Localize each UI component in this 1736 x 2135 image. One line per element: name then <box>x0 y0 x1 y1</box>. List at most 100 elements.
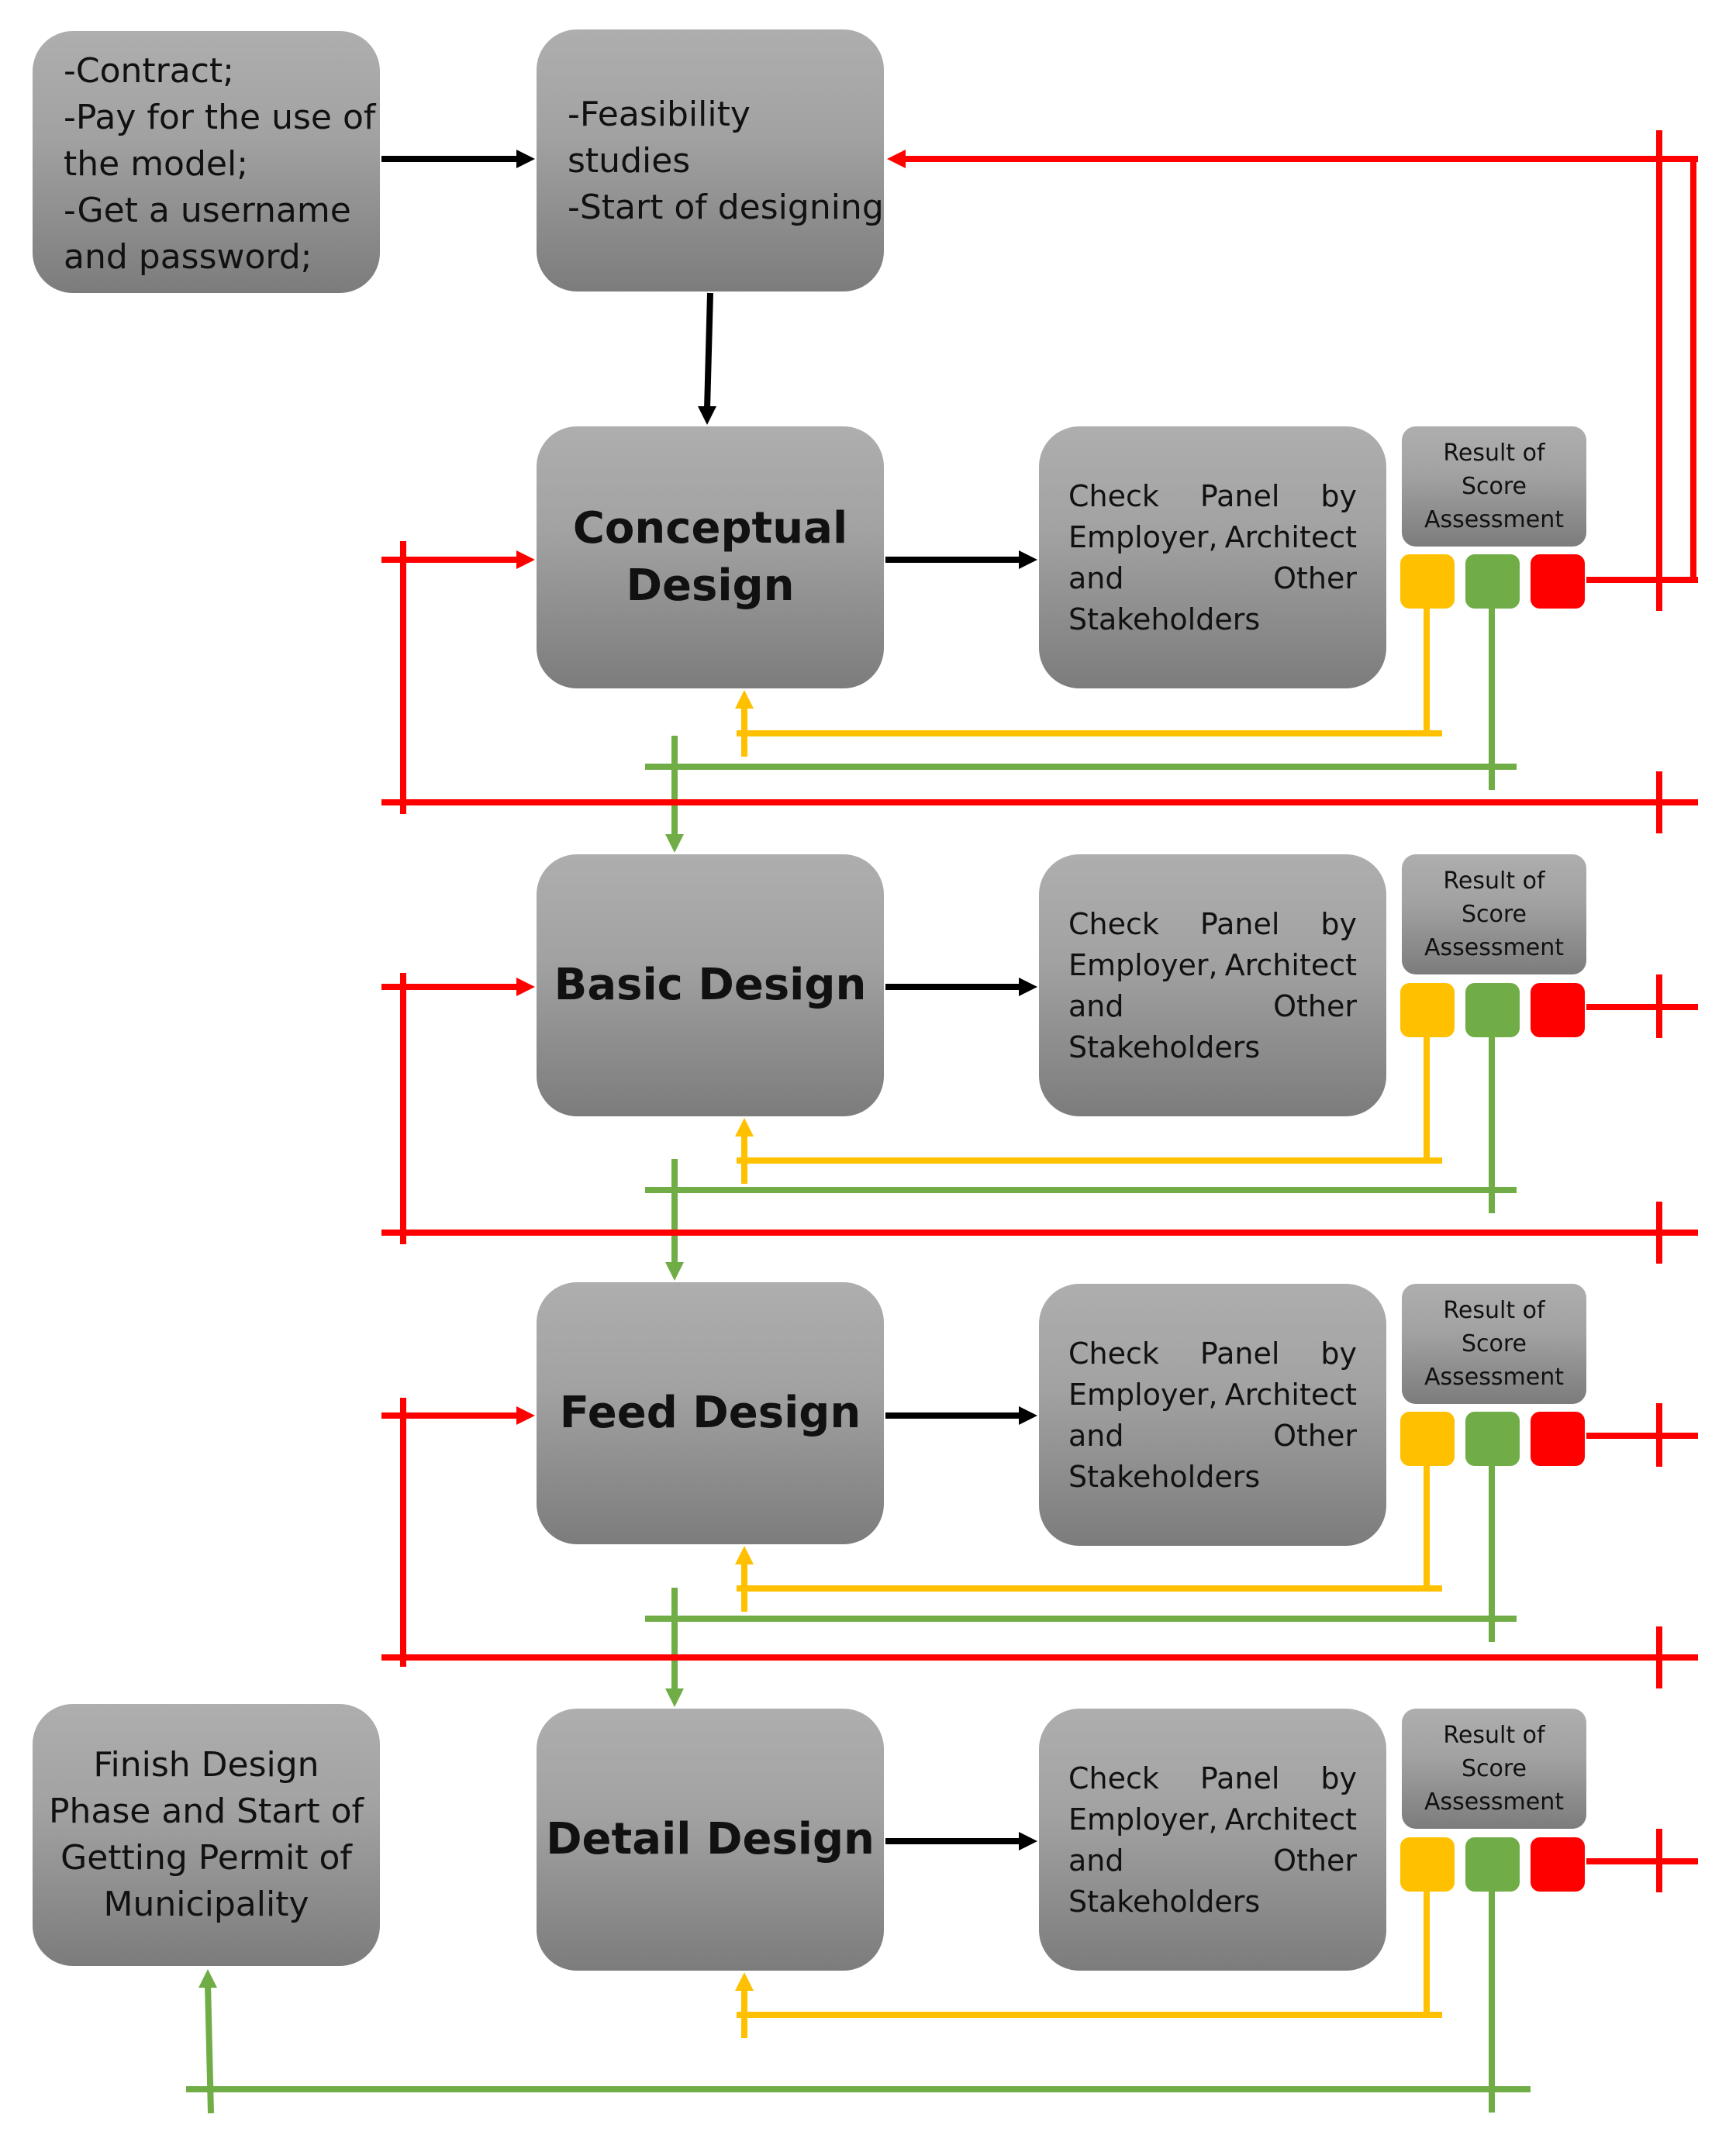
start-line: -Get a username <box>64 191 351 230</box>
arrow-feasibility-to-conceptual <box>704 292 713 410</box>
yellow-loop-arrow-head <box>735 1546 754 1564</box>
result-line: Assessment <box>1424 1788 1564 1816</box>
finish-line: Getting Permit of <box>60 1838 352 1878</box>
check-word: Employer, <box>1068 948 1218 982</box>
red-left-arrow-head <box>516 978 535 996</box>
check-word: Architect <box>1224 948 1357 982</box>
arrow-stage-to-panel-head <box>1019 550 1037 569</box>
yellow-score-light <box>1400 983 1455 1037</box>
stage-title-line: Detail Design <box>546 1814 875 1864</box>
red-left-arrow-head <box>516 550 535 569</box>
check-word: Check <box>1068 1761 1159 1795</box>
check-word: Employer, <box>1068 520 1218 554</box>
feasibility-line: -Start of designing <box>568 188 884 227</box>
finish-line: Phase and Start of <box>48 1792 364 1831</box>
green-score-light <box>1465 554 1520 609</box>
check-word: Stakeholders <box>1068 1030 1261 1064</box>
yellow-score-light <box>1400 554 1455 609</box>
result-line: Score <box>1461 901 1527 928</box>
green-score-light <box>1465 1412 1520 1466</box>
check-word: Other <box>1273 1844 1357 1878</box>
check-word: by <box>1320 1337 1357 1371</box>
start-box: -Contract; -Pay for the use of the model… <box>33 31 380 293</box>
check-word: Stakeholders <box>1068 1885 1261 1919</box>
green-finish-arrow <box>205 1984 214 2114</box>
green-advance-arrow-head <box>665 834 684 853</box>
yellow-loop-arrow-head <box>735 1118 754 1136</box>
feasibility-line: studies <box>568 141 691 181</box>
result-label-box: Result of Score Assessment <box>1402 854 1586 974</box>
finish-line: Finish Design <box>93 1745 319 1785</box>
green-finish-arrow-head <box>198 1969 217 1988</box>
result-label-box: Result of Score Assessment <box>1402 426 1586 547</box>
check-word: Other <box>1273 989 1357 1023</box>
check-word: and <box>1068 561 1124 595</box>
result-line: Result of <box>1443 440 1545 467</box>
check-word: and <box>1068 1844 1124 1878</box>
check-word: Stakeholders <box>1068 1460 1261 1494</box>
stage-title-line: Design <box>626 560 795 611</box>
check-word: Panel <box>1199 907 1280 941</box>
red-left-arrow-head <box>516 1406 535 1425</box>
check-word: by <box>1320 1761 1357 1795</box>
stage-title-line: Conceptual <box>572 503 848 554</box>
green-advance-arrow-head <box>665 1688 684 1707</box>
red-score-light <box>1531 1837 1585 1892</box>
finish-box: Finish Design Phase and Start of Getting… <box>33 1704 380 1966</box>
red-score-light <box>1531 983 1585 1037</box>
result-line: Score <box>1461 1330 1527 1357</box>
check-word: Stakeholders <box>1068 602 1261 636</box>
stage-box-feed: Feed Design <box>537 1282 884 1544</box>
feasibility-box: -Feasibility studies -Start of designing <box>537 29 884 291</box>
check-word: and <box>1068 1419 1124 1453</box>
feasibility-line: -Feasibility <box>568 95 751 134</box>
check-word: Panel <box>1199 1337 1280 1371</box>
stage-box-detail: Detail Design <box>537 1709 884 1971</box>
check-word: Panel <box>1199 1761 1280 1795</box>
start-line: and password; <box>64 237 312 277</box>
result-line: Result of <box>1443 1722 1545 1749</box>
check-word: Architect <box>1224 520 1357 554</box>
arrow-stage-to-panel-head <box>1019 1406 1037 1425</box>
check-word: Check <box>1068 479 1159 513</box>
finish-line: Municipality <box>103 1885 309 1924</box>
stage-box-conceptual: Conceptual Design <box>537 426 884 688</box>
check-word: Architect <box>1224 1802 1357 1837</box>
red-score-light <box>1531 554 1585 609</box>
arrow-stage-to-panel-head <box>1019 1832 1037 1850</box>
stage-title-line: Basic Design <box>554 960 867 1010</box>
check-word: by <box>1320 479 1357 513</box>
red-score-light <box>1531 1412 1585 1466</box>
arrow-feasibility-to-conceptual-head <box>698 406 716 425</box>
check-word: Other <box>1273 561 1357 595</box>
check-panel-box: Check Panel by Employer,Architect and Other… <box>1039 1709 1386 1971</box>
result-label-box: Result of Score Assessment <box>1402 1709 1586 1829</box>
result-line: Assessment <box>1424 934 1564 961</box>
yellow-loop-arrow-head <box>735 1972 754 1991</box>
red-return-arrow-head <box>887 150 906 168</box>
check-word: Employer, <box>1068 1378 1218 1412</box>
check-panel-box: Check Panel by Employer,Architect and Other… <box>1039 1284 1386 1546</box>
result-line: Assessment <box>1424 506 1564 533</box>
yellow-score-light <box>1400 1412 1455 1466</box>
result-line: Score <box>1461 1755 1527 1782</box>
result-line: Result of <box>1443 1297 1545 1324</box>
arrow-start-to-feasibility-head <box>516 150 535 168</box>
result-line: Result of <box>1443 867 1545 895</box>
check-word: by <box>1320 907 1357 941</box>
yellow-score-light <box>1400 1837 1455 1892</box>
stage-box-basic: Basic Design <box>537 854 884 1116</box>
check-word: and <box>1068 989 1124 1023</box>
green-score-light <box>1465 983 1520 1037</box>
check-word: Employer, <box>1068 1802 1218 1837</box>
check-word: Architect <box>1224 1378 1357 1412</box>
check-word: Check <box>1068 1337 1159 1371</box>
result-line: Assessment <box>1424 1364 1564 1391</box>
check-word: Other <box>1273 1419 1357 1453</box>
stage-title-line: Feed Design <box>559 1388 861 1438</box>
start-line: -Pay for the use of <box>64 98 376 137</box>
